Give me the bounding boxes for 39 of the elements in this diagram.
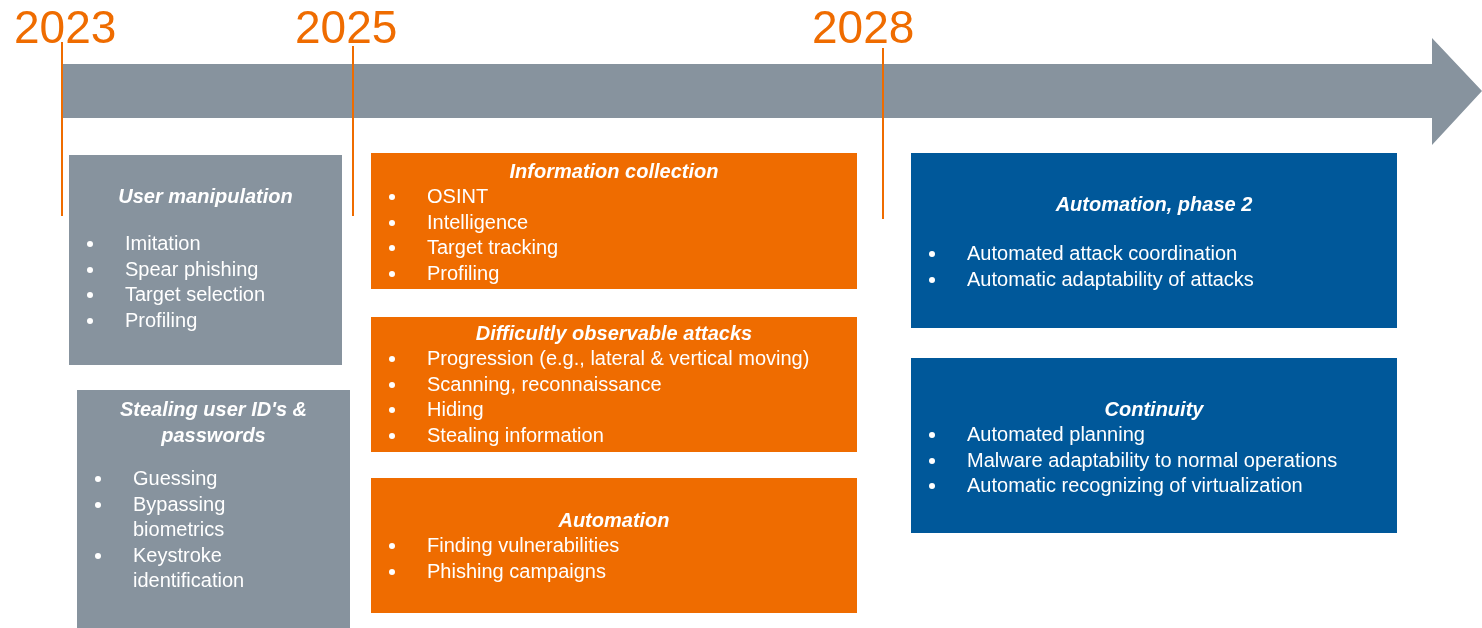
bullet-text: Automatic recognizing of virtualization: [967, 474, 1303, 496]
bullet-text: Automated planning: [967, 423, 1145, 445]
bullet-text: Guessing: [133, 467, 218, 489]
card-heading: Automation, phase 2: [1054, 192, 1254, 217]
bullet-text: Intelligence: [427, 210, 529, 233]
timeline-card: [911, 153, 1397, 328]
card-heading: Automation: [557, 508, 671, 533]
bullet-text: Profiling: [125, 308, 198, 331]
card-heading: User manipulation: [117, 184, 294, 209]
bullet-text: Phishing campaigns: [427, 559, 606, 582]
bullet-text: Imitation: [125, 232, 201, 254]
bullet-text: Finding vulnerabilities: [427, 534, 620, 556]
timeline-card: [371, 153, 857, 289]
bullet-text: Progression (e.g., lateral & vertical moving): [427, 347, 810, 369]
card-heading: Stealing user ID's & passwords: [119, 397, 308, 448]
bullet-text: OSINT: [427, 185, 489, 207]
year-label: 2028: [812, 2, 915, 52]
bullet-text: Hiding: [427, 398, 484, 420]
bullet-text: Profiling: [427, 261, 500, 284]
card-heading: Continuity: [1103, 397, 1205, 422]
year-label: 2025: [295, 2, 398, 52]
timeline-card: [911, 358, 1397, 533]
timeline-card: [77, 390, 350, 628]
bullet-text: Target tracking: [427, 236, 559, 258]
bullet-text: Keystroke identification: [133, 543, 245, 591]
bullet-text: Bypassing biometrics: [133, 492, 226, 540]
card-heading: Information collection: [508, 159, 720, 184]
bullet-text: Malware adaptability to normal operations: [967, 448, 1338, 471]
card-heading: Difficultly observable attacks: [474, 321, 754, 346]
year-label: 2023: [14, 2, 117, 52]
timeline-card: [69, 155, 342, 365]
bullet-text: Automatic adaptability of attacks: [967, 267, 1254, 290]
timeline-card: [371, 317, 857, 452]
bullet-text: Target selection: [125, 283, 266, 305]
timeline-card: [371, 478, 857, 613]
bullet-text: Spear phishing: [125, 257, 259, 280]
bullet-text: Stealing information: [427, 423, 604, 446]
bullet-text: Scanning, reconnaissance: [427, 372, 662, 395]
bullet-text: Automated attack coordination: [967, 242, 1238, 264]
